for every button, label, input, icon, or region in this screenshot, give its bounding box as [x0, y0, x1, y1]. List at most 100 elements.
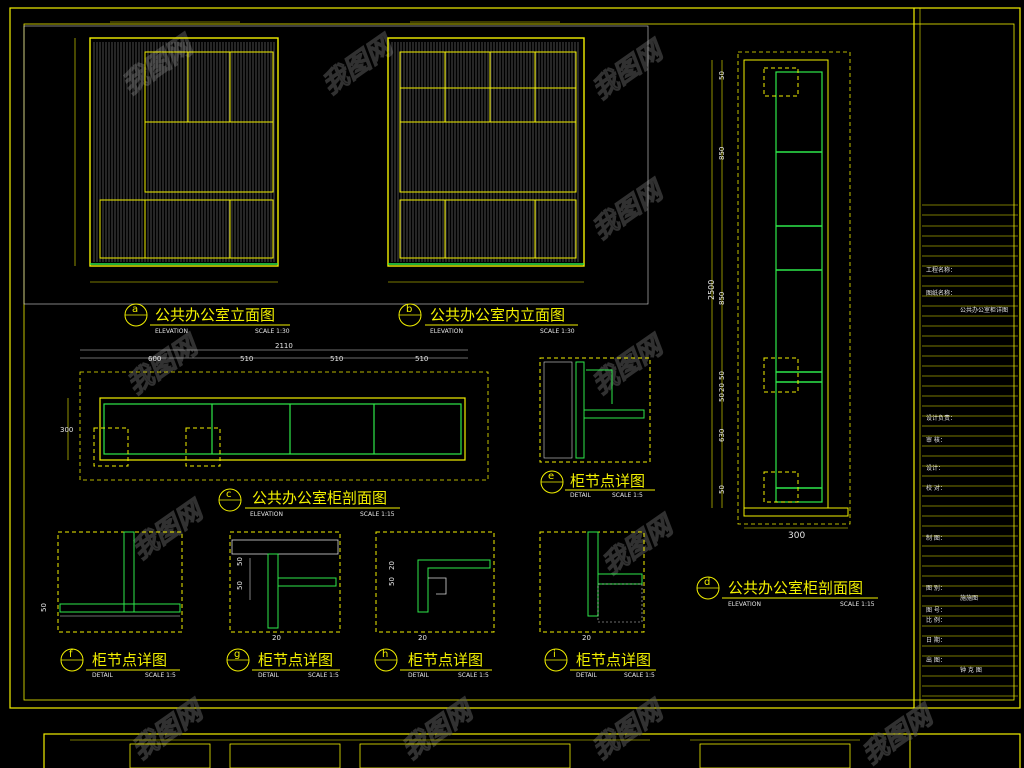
watermark-text: 我图网: [127, 694, 211, 766]
c-dim-1: 600: [148, 355, 161, 363]
title-f: f 柜节点详图 DETAIL SCALE 1:5: [60, 648, 180, 679]
elevation-b[interactable]: [387, 21, 585, 283]
title-block-label: 图纸名称：: [926, 289, 956, 297]
d-dim-3: 850: [718, 292, 726, 305]
watermark-text: 我图网: [117, 29, 201, 101]
title-b-scale: SCALE 1:30: [540, 328, 575, 335]
title-f-scale: SCALE 1:5: [145, 672, 176, 679]
title-e: e 柜节点详图 DETAIL SCALE 1:5: [540, 470, 655, 499]
title-block-label: 出 图：: [926, 656, 946, 664]
c-total-dim: 2110: [275, 342, 293, 350]
title-g-text: 柜节点详图: [258, 651, 333, 669]
title-e-text: 柜节点详图: [570, 472, 645, 490]
title-d: d 公共办公室柜剖面图 ELEVATION SCALE 1:15: [696, 576, 878, 608]
title-block-label: 校 对：: [926, 484, 946, 492]
title-f-text: 柜节点详图: [92, 651, 167, 669]
elevation-a[interactable]: [74, 21, 279, 283]
watermark-text: 我图网: [597, 509, 681, 581]
watermark-text: 我图网: [587, 174, 671, 246]
title-d-scale: SCALE 1:15: [840, 601, 875, 608]
next-sheet-strip: [70, 739, 860, 768]
section-d[interactable]: 50 850 2500 850 50 20 50 630 50 300: [707, 51, 851, 541]
d-dim-5: 20: [718, 383, 726, 392]
title-c-scale: SCALE 1:15: [360, 511, 395, 518]
title-f-letter: f: [69, 649, 73, 660]
title-e-scale: SCALE 1:5: [612, 492, 643, 499]
title-h-scale: SCALE 1:5: [458, 672, 489, 679]
title-a: a 公共办公室立面图 ELEVATION SCALE 1:30: [124, 303, 290, 335]
title-e-letter: e: [548, 471, 554, 482]
title-h-sub: DETAIL: [408, 672, 429, 679]
title-f-sub: DETAIL: [92, 672, 113, 679]
title-c: c 公共办公室柜剖面图 ELEVATION SCALE 1:15: [218, 488, 400, 518]
view-frame-ab: [23, 25, 649, 305]
title-block-label: 图 号：: [926, 607, 946, 614]
g-dim-3: 20: [272, 634, 281, 642]
sheet-border: [9, 7, 1021, 768]
title-i-letter: i: [553, 649, 556, 660]
title-a-letter: a: [132, 304, 138, 315]
watermark-text: 我图网: [587, 34, 671, 106]
title-h-letter: h: [382, 649, 388, 660]
h-dim-3: 20: [418, 634, 427, 642]
title-block-label: 设计负责：: [926, 414, 956, 422]
watermark-text: 我图网: [587, 694, 671, 766]
watermark-text: 我图网: [127, 494, 211, 566]
title-block-label: 日 期：: [926, 636, 946, 644]
title-b-text: 公共办公室内立面图: [430, 306, 565, 324]
title-block-label: 图 别：: [926, 584, 946, 592]
c-dim-2: 510: [240, 355, 253, 363]
title-c-sub: ELEVATION: [250, 511, 283, 518]
title-block-label: 施施图: [960, 594, 978, 602]
title-a-scale: SCALE 1:30: [255, 328, 290, 335]
watermark-text: 我图网: [122, 329, 206, 401]
d-dim-total: 2500: [707, 280, 716, 300]
title-g: g 柜节点详图 DETAIL SCALE 1:5: [226, 648, 340, 679]
title-b-letter: b: [406, 304, 412, 315]
detail-e[interactable]: [539, 357, 651, 463]
detail-h[interactable]: 50 20 20: [375, 531, 495, 642]
g-dim-2: 50: [236, 557, 244, 566]
detail-i[interactable]: 20: [539, 531, 645, 642]
d-dim-2: 850: [718, 147, 726, 160]
title-b: b 公共办公室内立面图 ELEVATION SCALE 1:30: [398, 303, 578, 335]
g-dim-1: 50: [236, 581, 244, 590]
title-a-sub: ELEVATION: [155, 328, 188, 335]
title-block-label: 公共办公室柜详图: [960, 306, 1008, 314]
title-d-text: 公共办公室柜剖面图: [728, 579, 863, 597]
h-dim-2: 20: [388, 561, 396, 570]
d-dim-4: 50: [718, 371, 726, 380]
watermark-text: 我图网: [397, 694, 481, 766]
d-dim-7: 630: [718, 429, 726, 442]
title-block-label: 制 图：: [926, 534, 946, 542]
watermark-text: 我图网: [587, 329, 671, 401]
d-dim-6: 50: [718, 393, 726, 402]
title-d-letter: d: [704, 577, 710, 588]
c-height-dim: 300: [60, 426, 73, 434]
detail-g[interactable]: 50 50 20: [229, 531, 341, 642]
h-dim-1: 50: [388, 577, 396, 586]
d-dim-8: 50: [718, 485, 726, 494]
detail-f[interactable]: 50: [40, 531, 183, 633]
title-c-text: 公共办公室柜剖面图: [252, 489, 387, 507]
title-e-sub: DETAIL: [570, 492, 591, 499]
section-c[interactable]: 2110 600 510 510 510 300: [60, 342, 489, 481]
title-h-text: 柜节点详图: [408, 651, 483, 669]
title-block-label: 工程名称：: [926, 266, 956, 274]
title-i-scale: SCALE 1:5: [624, 672, 655, 679]
title-i: i 柜节点详图 DETAIL SCALE 1:5: [544, 648, 656, 679]
f-dim: 50: [40, 603, 48, 612]
title-b-sub: ELEVATION: [430, 328, 463, 335]
title-g-letter: g: [234, 649, 240, 660]
title-block-label: 比 例：: [926, 616, 946, 624]
i-dim: 20: [582, 634, 591, 642]
title-i-sub: DETAIL: [576, 672, 597, 679]
title-c-letter: c: [226, 489, 232, 500]
title-block-label: 钟 克 图: [960, 666, 982, 674]
title-block-label: 设计：: [926, 464, 944, 472]
title-g-sub: DETAIL: [258, 672, 279, 679]
c-dim-4: 510: [415, 355, 428, 363]
title-i-text: 柜节点详图: [576, 651, 651, 669]
